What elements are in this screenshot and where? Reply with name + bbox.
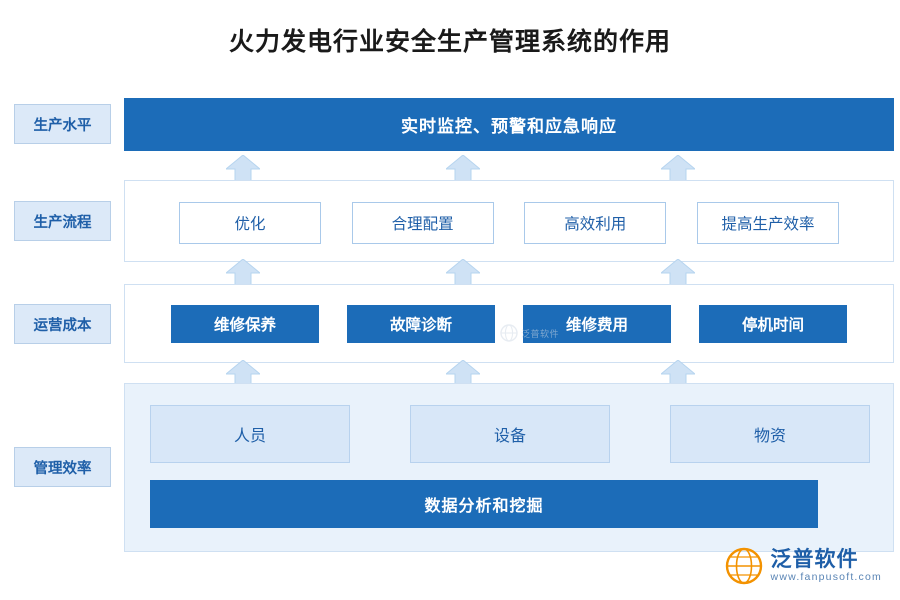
node-data-analysis-mining: 数据分析和挖掘 xyxy=(150,480,818,528)
logo-name-cn: 泛普软件 xyxy=(770,548,859,572)
sidebar-item-production-process: 生产流程 xyxy=(14,201,111,241)
arrow-up-icon xyxy=(446,360,480,389)
logo: 泛普软件 www.fanpusoft.com xyxy=(724,546,882,586)
node-reasonable-allocation[interactable]: 合理配置 xyxy=(351,202,494,244)
row-operating-cost: 维修保养 故障诊断 维修费用 停机时间 xyxy=(171,305,847,343)
banner-realtime-monitoring: 实时监控、预警和应急响应 xyxy=(124,98,894,151)
node-personnel[interactable]: 人员 xyxy=(150,405,350,463)
sidebar-item-operating-cost: 运营成本 xyxy=(14,304,111,344)
logo-text: 泛普软件 www.fanpusoft.com xyxy=(771,549,882,582)
arrow-up-icon xyxy=(226,155,260,184)
logo-name-en: www.fanpusoft.com xyxy=(770,570,882,583)
arrow-up-icon xyxy=(661,259,695,288)
node-efficient-utilization[interactable]: 高效利用 xyxy=(524,202,667,244)
arrow-up-icon xyxy=(226,259,260,288)
node-improve-efficiency[interactable]: 提高生产效率 xyxy=(696,202,839,244)
globe-icon xyxy=(500,324,518,342)
globe-logo-icon xyxy=(724,546,764,586)
node-maintenance-cost[interactable]: 维修费用 xyxy=(523,305,671,343)
node-maintenance[interactable]: 维修保养 xyxy=(171,305,319,343)
node-optimize[interactable]: 优化 xyxy=(179,202,321,244)
watermark: 泛普软件 xyxy=(500,322,570,344)
arrow-up-icon xyxy=(446,259,480,288)
arrow-up-icon xyxy=(446,155,480,184)
node-materials[interactable]: 物资 xyxy=(670,405,870,463)
sidebar-item-production-level: 生产水平 xyxy=(14,104,111,144)
row-management-resources: 人员 设备 物资 xyxy=(150,405,870,463)
arrow-up-icon xyxy=(661,155,695,184)
node-downtime[interactable]: 停机时间 xyxy=(699,305,847,343)
node-equipment[interactable]: 设备 xyxy=(410,405,610,463)
row-production-process: 优化 合理配置 高效利用 提高生产效率 xyxy=(179,202,839,244)
node-fault-diagnosis[interactable]: 故障诊断 xyxy=(347,305,495,343)
page-title: 火力发电行业安全生产管理系统的作用 xyxy=(228,28,671,56)
sidebar-item-management-efficiency: 管理效率 xyxy=(14,447,111,487)
arrow-up-icon xyxy=(661,360,695,389)
arrow-up-icon xyxy=(226,360,260,389)
watermark-text: 泛普软件 xyxy=(521,328,560,339)
